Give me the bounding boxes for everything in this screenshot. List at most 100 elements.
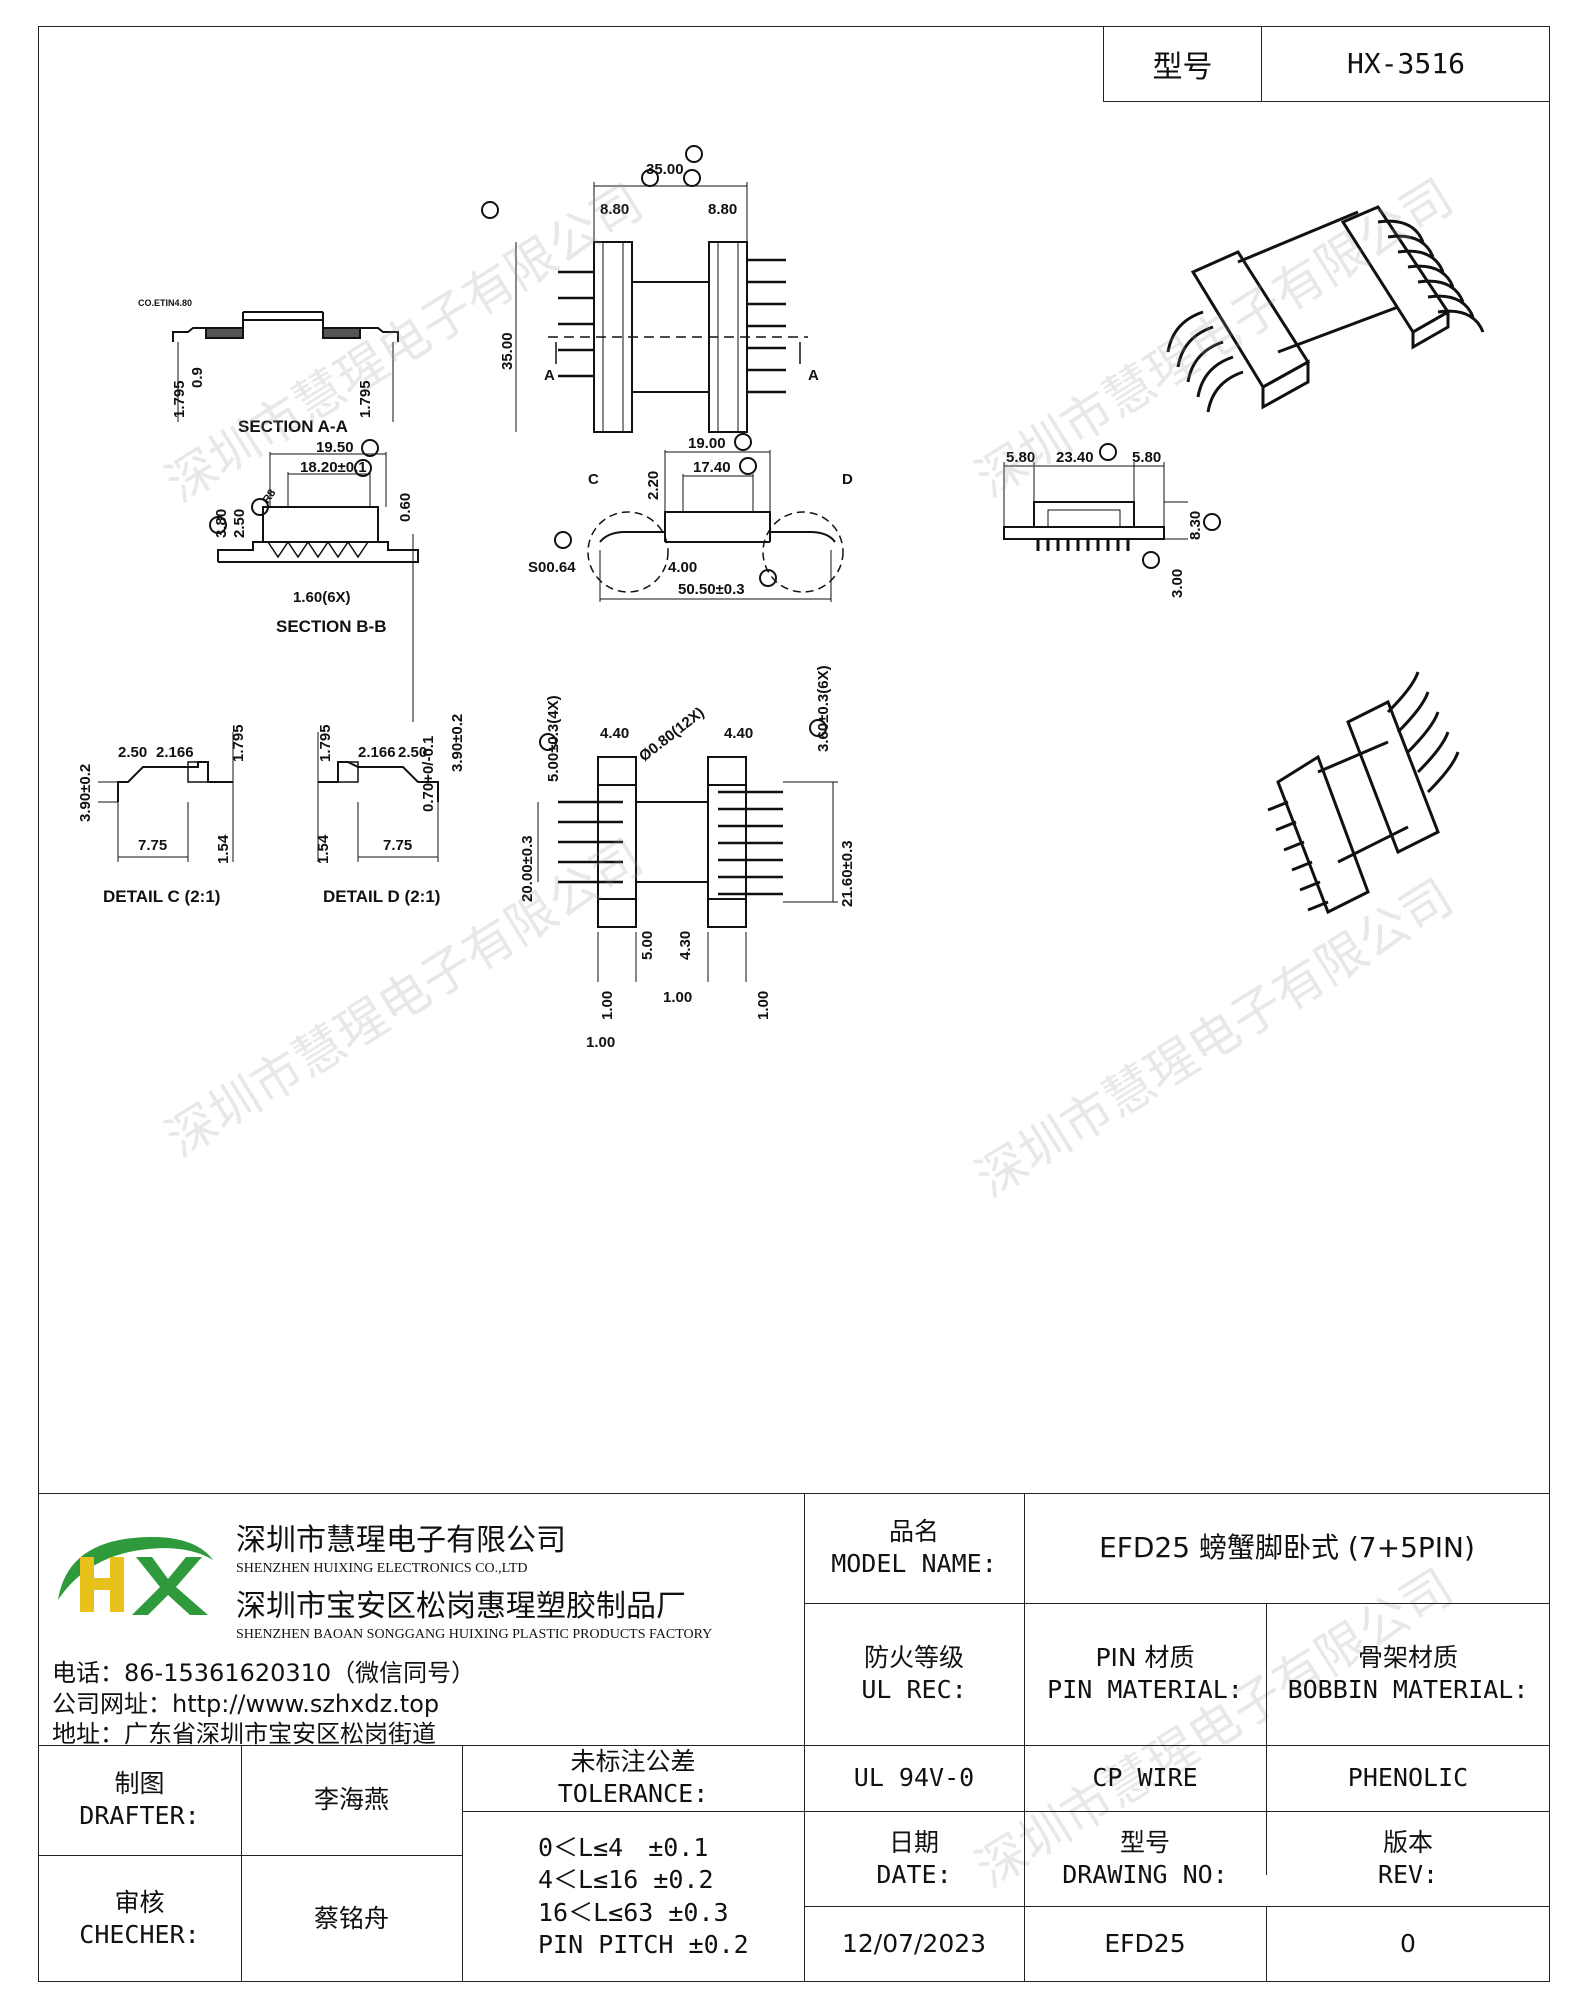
side-view-dim-4: S00.64 xyxy=(528,559,576,576)
company-phone: 电话：86-15361620310（微信同号） xyxy=(52,1659,476,1687)
bottom-view: 5.00±0.3(4X) 4.40 Ø0.80(12X) 4.40 3.60±0… xyxy=(519,665,856,1051)
end-view-dim-4: 8.30 xyxy=(1187,511,1204,540)
tolerance-values: 0＜L≤4 ±0.1 4＜L≤16 ±0.2 16＜L≤63 ±0.3 PIN … xyxy=(538,1832,749,1960)
top-view-dim-2: 8.80 xyxy=(600,201,629,218)
section-aa-title: SECTION A-A xyxy=(238,417,348,436)
detail-d-dim-3: 2.50 xyxy=(398,744,427,761)
bottom-view-dim-1: 5.00±0.3(4X) xyxy=(545,695,562,782)
checker-value: 蔡铭舟 xyxy=(313,1903,389,1933)
side-view-mark-c: C xyxy=(588,471,599,488)
model-label: 型号 xyxy=(1104,26,1262,101)
factory-name-cn: 深圳市宝安区松岗惠瑆塑胶制品厂 xyxy=(236,1589,686,1624)
side-view-dim-6: 50.50±0.3 xyxy=(678,581,745,598)
drawing-area: CO.ETIN4.80 1.795 0.9 1.795 SECTION A-A … xyxy=(38,102,1550,1492)
detail-d-dim-4: 3.90±0.2 xyxy=(449,714,466,772)
section-aa-dim-1: 1.795 xyxy=(171,380,188,418)
factory-name-en: SHENZHEN BAOAN SONGGANG HUIXING PLASTIC … xyxy=(236,1627,713,1642)
end-view-dim-2: 23.40 xyxy=(1056,449,1094,466)
side-view-dim-1: 19.00 xyxy=(688,435,726,452)
end-view-dim-1: 5.80 xyxy=(1006,449,1035,466)
drafter-label: 制图 DRAFTER: xyxy=(79,1769,200,1830)
model-box: 型号 HX-3516 xyxy=(1103,26,1550,102)
company-address: 地址：广东省深圳市宝安区松岗街道 xyxy=(52,1720,436,1748)
side-view-dim-2: 17.40 xyxy=(693,459,731,476)
top-view-dim-1: 35.00 xyxy=(646,161,684,178)
section-bb-dim-2: 18.20±0.1 xyxy=(300,459,367,476)
end-view: 5.80 23.40 5.80 8.30 3.00 xyxy=(1003,443,1221,598)
detail-d-dim-2: 2.166 xyxy=(358,744,396,761)
iso-view-top xyxy=(1166,205,1485,413)
checker-label: 审核 CHECHER: xyxy=(79,1887,200,1949)
section-bb-view: 19.50 18.20±0.1 3.80 2.50 0.60 1.60(6X) … xyxy=(209,439,437,812)
drawing-no-value: EFD25 xyxy=(1104,1929,1186,1958)
section-aa-dim-3: 1.795 xyxy=(357,380,374,418)
rev-value: 0 xyxy=(1400,1929,1416,1958)
bottom-view-dim-9: 4.30 xyxy=(677,931,694,960)
section-bb-dim-8: R8 xyxy=(261,487,279,505)
top-view-mark-a-left: A xyxy=(544,367,555,384)
detail-c-dim-6: 1.54 xyxy=(215,834,232,864)
side-view-mark-d: D xyxy=(842,471,853,488)
ul-label: 防火等级 UL REC: xyxy=(861,1643,967,1704)
end-view-dim-3: 5.80 xyxy=(1132,449,1161,466)
side-view: 19.00 17.40 2.20 S00.64 4.00 50.50±0.3 C… xyxy=(528,433,853,602)
top-view-dim-3: 8.80 xyxy=(708,201,737,218)
model-name-value: EFD25 螃蟹脚卧式 (7+5PIN) xyxy=(1099,1531,1475,1565)
drafter-value: 李海燕 xyxy=(313,1785,389,1814)
bottom-view-dim-11: 1.00 xyxy=(663,989,692,1006)
bottom-view-dim-7: 21.60±0.3 xyxy=(839,840,856,907)
top-view-dim-4: 35.00 xyxy=(499,332,516,370)
bobbin-material-label: 骨架材质 BOBBIN MATERIAL: xyxy=(1287,1643,1529,1704)
detail-c-dim-2: 2.166 xyxy=(156,744,194,761)
bottom-view-dim-8: 5.00 xyxy=(639,931,656,960)
bottom-view-dim-3: Ø0.80(12X) xyxy=(636,704,708,765)
detail-c-dim-5: 7.75 xyxy=(138,837,167,854)
section-bb-dim-3: 3.80 xyxy=(213,509,230,538)
section-bb-dim-1: 19.50 xyxy=(316,439,354,456)
section-bb-dim-4: 2.50 xyxy=(231,509,248,538)
tolerance-label: 未标注公差 TOLERANCE: xyxy=(557,1747,709,1808)
company-logo-icon xyxy=(58,1536,213,1615)
bobbin-material-value: PHENOLIC xyxy=(1347,1763,1469,1792)
section-bb-dim-6: 1.60(6X) xyxy=(293,589,351,606)
bottom-view-dim-4: 4.40 xyxy=(724,725,753,742)
pin-material-label: PIN 材质 PIN MATERIAL: xyxy=(1047,1643,1243,1704)
pin-material-value: CP WIRE xyxy=(1092,1763,1198,1792)
company-website: 公司网址：http://www.szhxdz.top xyxy=(52,1690,440,1718)
bottom-view-dim-12: 1.00 xyxy=(755,991,772,1020)
company-name-cn: 深圳市慧瑆电子有限公司 xyxy=(236,1523,566,1558)
detail-c-dim-1: 2.50 xyxy=(118,744,147,761)
detail-c-title: DETAIL C (2:1) xyxy=(103,887,220,906)
model-name-label: 品名 MODEL NAME: xyxy=(831,1517,997,1578)
title-block: 深圳市慧瑆电子有限公司 SHENZHEN HUIXING ELECTRONICS… xyxy=(38,1493,1550,1982)
side-view-dim-3: 2.20 xyxy=(645,471,662,500)
detail-c-dim-4: 3.90±0.2 xyxy=(77,764,94,822)
drawing-frame xyxy=(38,26,1550,1982)
section-aa-dim-2: 0.9 xyxy=(189,367,206,388)
iso-view-bottom xyxy=(1267,671,1460,915)
technical-drawing: CO.ETIN4.80 1.795 0.9 1.795 SECTION A-A … xyxy=(77,145,1485,1051)
detail-d-dim-6: 7.75 xyxy=(383,837,412,854)
top-view: 35.00 8.80 8.80 35.00 A A xyxy=(481,145,819,433)
detail-c-view: 2.50 2.166 1.795 3.90±0.2 7.75 1.54 DETA… xyxy=(77,724,247,906)
section-bb-title: SECTION B-B xyxy=(276,617,387,636)
detail-d-dim-1: 1.795 xyxy=(317,724,334,762)
detail-d-dim-5: 1.54 xyxy=(315,834,332,864)
drawing-no-label: 型号 DRAWING NO: xyxy=(1062,1827,1228,1889)
section-aa-view: CO.ETIN4.80 1.795 0.9 1.795 SECTION A-A xyxy=(138,298,399,436)
end-view-dim-5: 3.00 xyxy=(1169,569,1186,598)
bottom-view-dim-2: 4.40 xyxy=(600,725,629,742)
section-bb-dim-5: 0.60 xyxy=(397,493,414,522)
company-name-en: SHENZHEN HUIXING ELECTRONICS CO.,LTD xyxy=(236,1561,528,1576)
bottom-view-dim-13: 1.00 xyxy=(586,1034,615,1051)
section-bb-dim-7: 0.70+0/-0.1 xyxy=(420,736,437,812)
detail-d-title: DETAIL D (2:1) xyxy=(323,887,440,906)
date-label: 日期 DATE: xyxy=(876,1827,952,1889)
top-view-mark-a-right: A xyxy=(808,367,819,384)
company-info: 深圳市慧瑆电子有限公司 SHENZHEN HUIXING ELECTRONICS… xyxy=(38,1493,804,1748)
side-view-dim-5: 4.00 xyxy=(668,559,697,576)
bottom-view-dim-6: 20.00±0.3 xyxy=(519,835,536,902)
date-value: 12/07/2023 xyxy=(841,1929,987,1958)
bottom-view-dim-5: 3.60±0.3(6X) xyxy=(815,665,832,752)
detail-c-dim-3: 1.795 xyxy=(230,724,247,762)
